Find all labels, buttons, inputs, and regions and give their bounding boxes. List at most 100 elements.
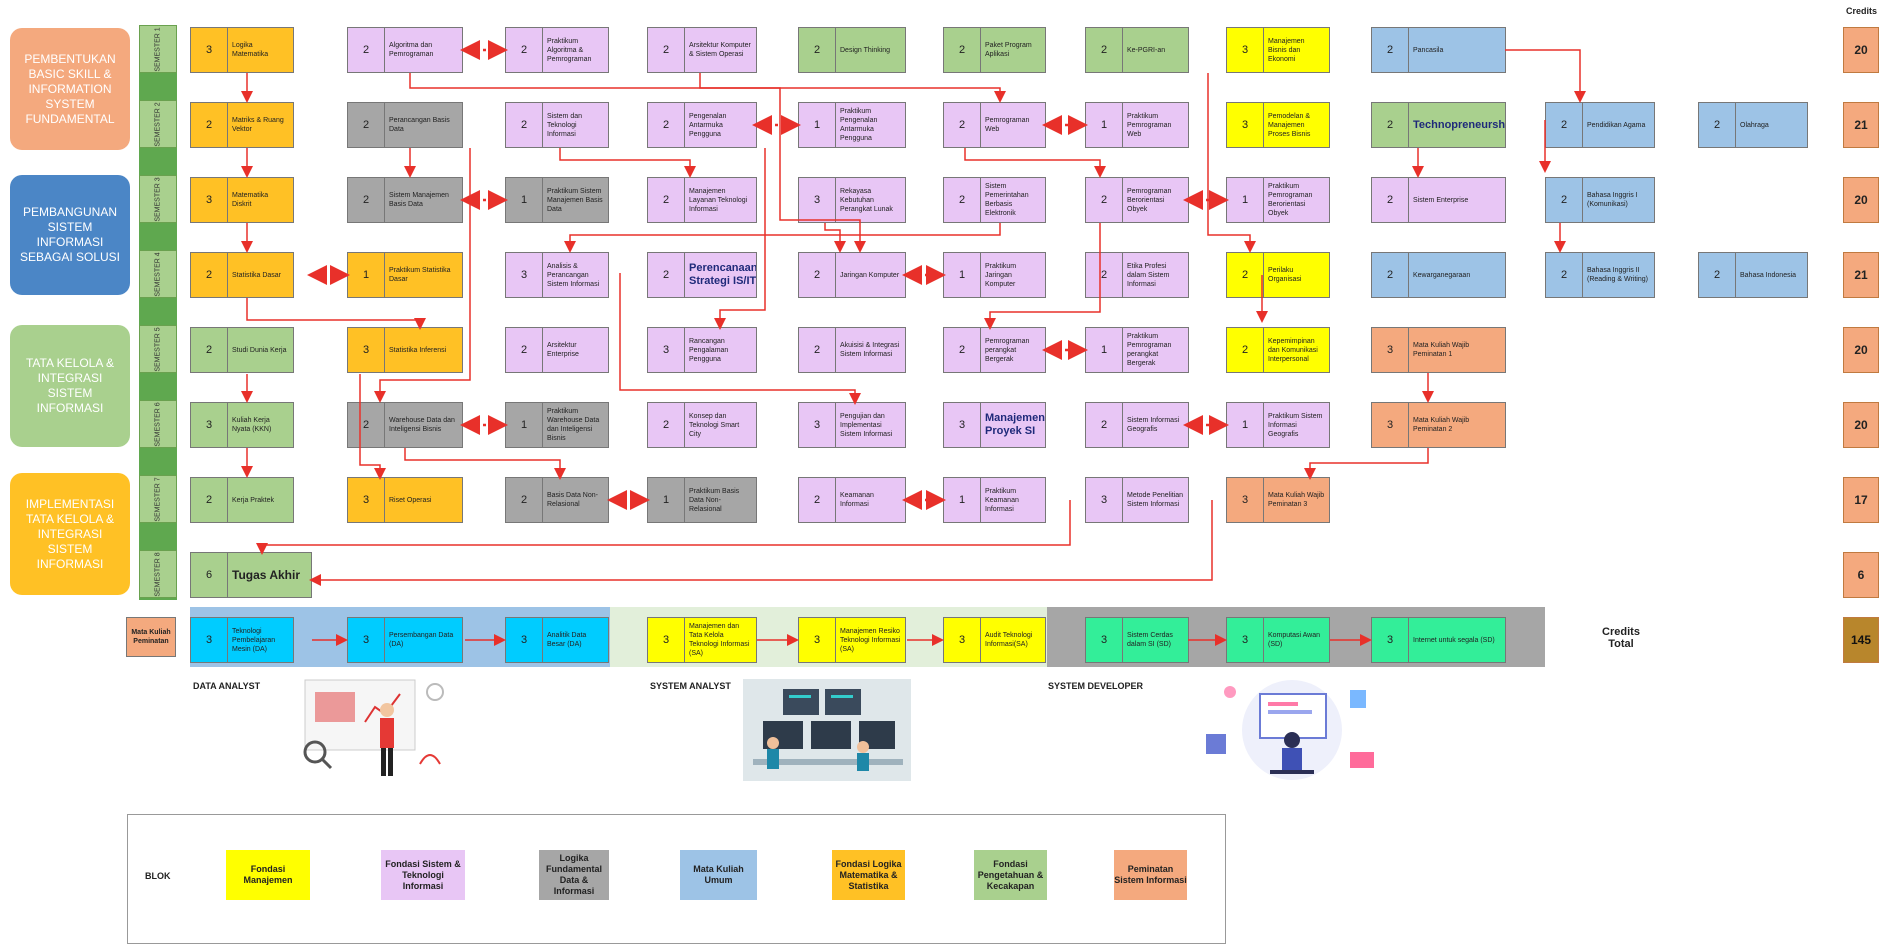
course-name: Design Thinking — [840, 46, 891, 54]
course-name: Paket Program Aplikasi — [985, 42, 1032, 58]
course-name: Sistem Cerdas dalam SI (SD) — [1127, 632, 1173, 648]
course-name: Logika Matematika — [232, 42, 269, 58]
course-name: Praktikum Jaringan Komputer — [985, 262, 1017, 288]
prerequisite-arrow — [564, 223, 1001, 253]
semester-1: SEMESTER 1 — [139, 25, 177, 73]
semester-credit-7: 17 — [1843, 477, 1879, 523]
course-name: Manajemen Resiko Teknologi Informasi (SA… — [840, 627, 901, 653]
course-credit: 3 — [799, 403, 836, 447]
semester-credit-2: 21 — [1843, 102, 1879, 148]
course-name: Statistika Inferensi — [389, 346, 447, 354]
course-name: Olahraga — [1740, 121, 1769, 129]
system-developer-illustration — [1206, 680, 1374, 780]
course-credit: 2 — [799, 328, 836, 372]
course-name: Sistem dan Teknologi Informasi — [547, 112, 583, 138]
course-name: Manajemen Layanan Teknologi Informasi — [689, 187, 748, 213]
prerequisite-arrow — [404, 448, 566, 480]
course-name: Mata Kuliah Wajib Peminatan 3 — [1268, 492, 1325, 508]
legend-title: BLOK — [145, 871, 171, 881]
track-data-analyst: DATA ANALYST — [193, 681, 261, 691]
course-name: Matematika Diskrit — [232, 192, 269, 208]
course-credit: 2 — [1372, 103, 1409, 147]
course-credit: 1 — [1227, 403, 1264, 447]
course-name: Kuliah Kerja Nyata (KKN) — [232, 417, 272, 433]
course-credit: 2 — [799, 28, 836, 72]
course-name: Bahasa Inggris II (Reading & Writing) — [1587, 267, 1648, 283]
course-name: Keamanan Informasi — [840, 492, 874, 508]
course-credit: 2 — [191, 328, 228, 372]
phase-label-2: PEMBANGUNAN SISTEM INFORMASI SEBAGAI SOL… — [10, 175, 130, 295]
semester-credit-1: 20 — [1843, 27, 1879, 73]
course-name: Praktikum Pemrograman perangkat Bergerak — [1127, 333, 1172, 367]
course-name: Algoritma dan Pemrograman — [389, 42, 434, 58]
prerequisite-arrow — [1505, 49, 1586, 103]
course-credit: 2 — [1086, 403, 1123, 447]
course-name: Praktikum Pemrograman Berorientasi Obyek — [1268, 183, 1313, 217]
credits-total-value: 145 — [1843, 617, 1879, 663]
course-name: Konsep dan Teknologi Smart City — [689, 412, 740, 438]
course-name: Sistem Informasi Geografis — [1127, 417, 1180, 433]
course-credit: 3 — [1372, 618, 1409, 662]
course-credit: 2 — [944, 103, 981, 147]
semester-credit-8: 6 — [1843, 552, 1879, 598]
course-name: Studi Dunia Kerja — [232, 346, 287, 354]
course-credit: 2 — [191, 103, 228, 147]
course-name: Mata Kuliah Wajib Peminatan 1 — [1413, 342, 1470, 358]
course-name: Rancangan Pengalaman Pengguna — [689, 337, 729, 363]
course-credit: 2 — [506, 478, 543, 522]
course-name: Kepemimpinan dan Komunikasi Interpersona… — [1268, 337, 1318, 363]
course-credit: 2 — [1086, 253, 1123, 297]
semester-credit-3: 20 — [1843, 177, 1879, 223]
course-name: Praktikum Pemrograman Web — [1127, 112, 1172, 138]
course-name: Rekayasa Kebutuhan Perangkat Lunak — [840, 187, 893, 213]
course-credit: 1 — [1086, 328, 1123, 372]
course-credit: 2 — [506, 28, 543, 72]
course-credit: 2 — [506, 103, 543, 147]
course-credit: 3 — [648, 618, 685, 662]
course-name: Perancangan Basis Data — [389, 117, 450, 133]
credits-total-label: Credits Total — [1602, 626, 1640, 650]
course-name: Praktikum Statistika Dasar — [389, 267, 451, 283]
course-name: Kewarganegaraan — [1413, 271, 1471, 279]
course-credit: 3 — [1227, 478, 1264, 522]
course-credit: 1 — [944, 253, 981, 297]
course-name: Pancasila — [1413, 46, 1444, 54]
course-credit: 3 — [506, 618, 543, 662]
course-name: Sistem Pemerintahan Berbasis Elektronik — [985, 183, 1029, 217]
track-system-developer: SYSTEM DEVELOPER — [1048, 681, 1144, 691]
course-credit: 2 — [348, 403, 385, 447]
course-name: Statistika Dasar — [232, 271, 282, 279]
course-name: Praktikum Keamanan Informasi — [985, 487, 1019, 513]
course-name: Pengenalan Antarmuka Pengguna — [689, 112, 727, 138]
course-name: Praktikum Basis Data Non-Relasional — [689, 487, 740, 513]
course-credit: 2 — [191, 478, 228, 522]
